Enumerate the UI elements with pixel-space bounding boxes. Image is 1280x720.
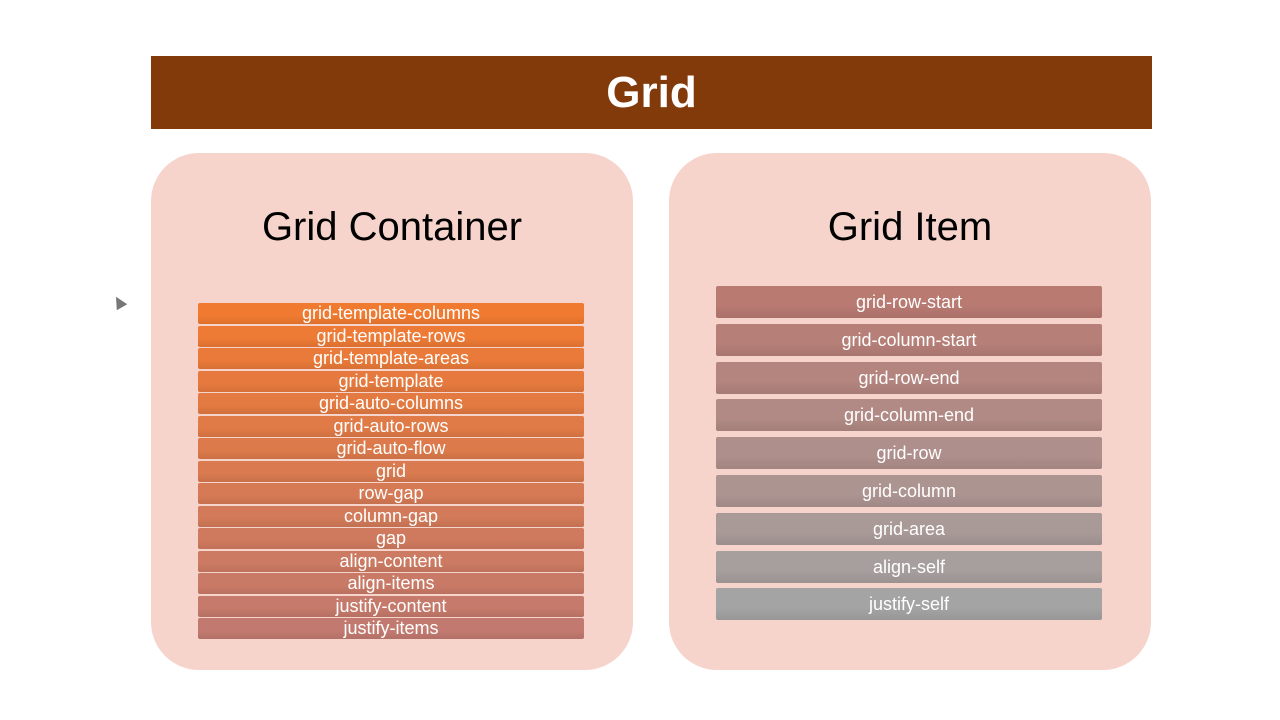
- property-item: grid-row-end: [716, 361, 1102, 394]
- property-item: grid-auto-columns: [198, 393, 584, 414]
- grid-item-heading: Grid Item: [827, 205, 993, 249]
- property-item: grid-column: [716, 475, 1102, 507]
- property-item: grid-template-columns: [198, 303, 584, 324]
- property-item: grid-area: [716, 512, 1102, 545]
- grid-item-panel: Grid Item grid-row-start grid-column-star…: [669, 153, 1151, 670]
- property-item: row-gap: [198, 483, 584, 504]
- property-item: align-items: [198, 573, 584, 594]
- property-item: justify-items: [198, 618, 584, 639]
- property-item: grid-template-areas: [198, 348, 584, 369]
- property-item: grid-auto-flow: [198, 438, 584, 459]
- property-item: justify-content: [198, 595, 584, 617]
- property-item: grid-column-start: [716, 323, 1102, 356]
- property-item: column-gap: [198, 505, 584, 527]
- mouse-cursor-icon: [110, 293, 128, 311]
- property-item: align-content: [198, 550, 584, 572]
- property-item: justify-self: [716, 588, 1102, 621]
- property-item: grid-row-start: [716, 286, 1102, 318]
- property-item: grid-auto-rows: [198, 415, 584, 437]
- title-banner: Grid: [151, 56, 1152, 129]
- property-item: grid: [198, 460, 584, 482]
- property-item: grid-row: [716, 437, 1102, 470]
- property-item: grid-template-rows: [198, 325, 584, 347]
- grid-container-heading: Grid Container: [261, 205, 523, 249]
- property-item: grid-template: [198, 370, 584, 392]
- property-item: gap: [198, 528, 584, 549]
- slide-title: Grid: [606, 67, 697, 117]
- property-item: align-self: [716, 550, 1102, 583]
- property-item: grid-column-end: [716, 399, 1102, 432]
